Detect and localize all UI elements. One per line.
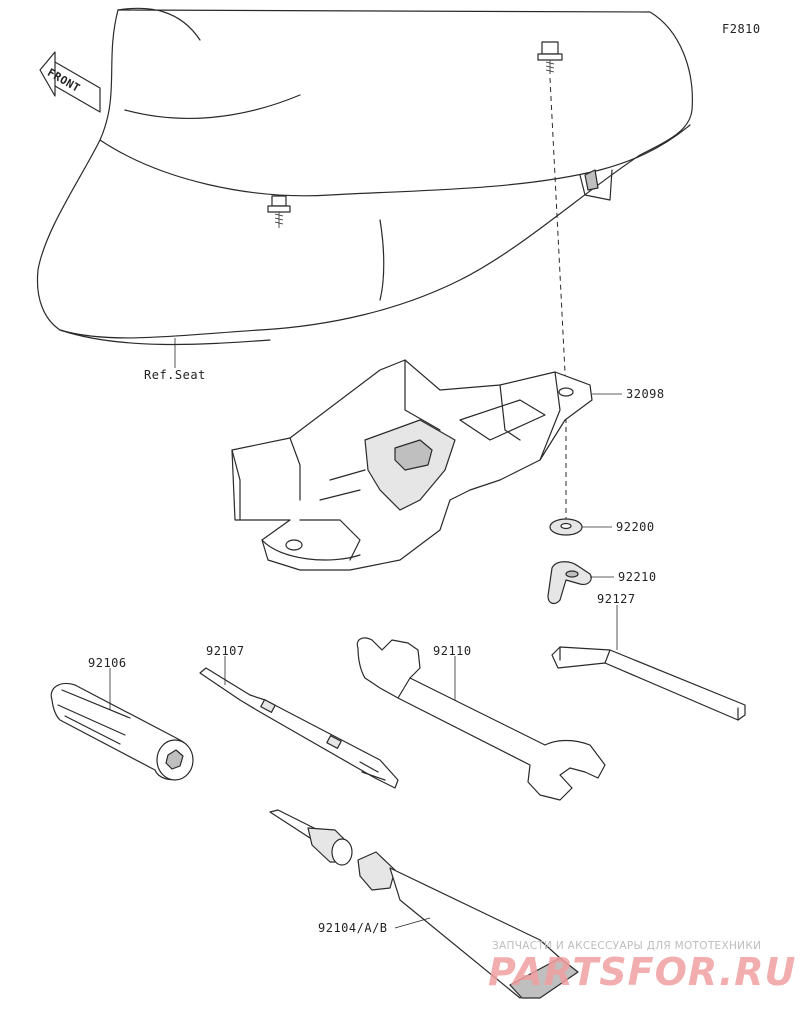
front-arrow-icon xyxy=(39,51,101,113)
mount-bolt-icon xyxy=(537,41,563,74)
part-label-92106: 92106 xyxy=(88,656,127,670)
leader-lines xyxy=(109,338,622,929)
ref-seat-label: Ref.Seat xyxy=(144,368,206,382)
watermark-tagline: ЗАПЧАСТИ И АКСЕССУАРЫ ДЛЯ МОТОТЕХНИКИ xyxy=(492,940,762,952)
wing-nut xyxy=(547,561,592,605)
part-label-92210: 92210 xyxy=(618,570,657,584)
part-label-92104: 92104/A/B xyxy=(318,921,388,935)
assembly-guide-line xyxy=(549,77,567,393)
part-label-92200: 92200 xyxy=(616,520,655,534)
part-label-92107: 92107 xyxy=(206,644,245,658)
grease-tube xyxy=(269,809,579,999)
watermark-logo: PARTSFOR.RU xyxy=(488,950,797,994)
screwdriver-bit xyxy=(199,667,399,789)
open-wrench xyxy=(356,637,606,801)
part-label-92110: 92110 xyxy=(433,644,472,658)
screwdriver-handle xyxy=(50,682,194,781)
tool-tray xyxy=(231,359,593,571)
seat-outline xyxy=(36,7,693,346)
part-label-32098: 32098 xyxy=(626,387,665,401)
seat-bolt-icon xyxy=(267,195,291,228)
figure-code: F2810 xyxy=(722,22,761,36)
hex-key xyxy=(551,646,746,721)
part-label-92127: 92127 xyxy=(597,592,636,606)
washer xyxy=(549,518,583,536)
